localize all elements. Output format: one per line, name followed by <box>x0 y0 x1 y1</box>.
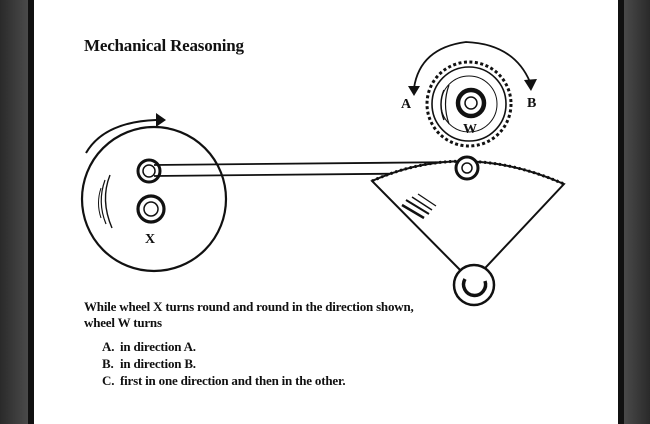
page-title: Mechanical Reasoning <box>84 36 244 55</box>
wheel-w-label: W <box>463 122 477 137</box>
answer-options: A. in direction A. B. in direction B. C. fi… <box>102 338 346 389</box>
left-background-frame <box>0 0 28 424</box>
option-c[interactable]: C. first in one direction and then in the… <box>102 372 346 389</box>
wheel-x-label: X <box>145 232 155 247</box>
right-background-frame <box>624 0 650 424</box>
wheel-w-gear <box>425 60 513 148</box>
wheel-x <box>80 125 228 273</box>
sector-gear <box>370 155 566 307</box>
option-a[interactable]: A. in direction A. <box>102 338 345 355</box>
worksheet-page: Mechanical Reasoning X <box>28 0 624 424</box>
direction-b-label: B <box>527 96 536 111</box>
option-c-letter: C. <box>102 373 115 388</box>
option-b[interactable]: B. in direction B. <box>102 355 345 372</box>
option-b-text: in direction B. <box>120 356 196 371</box>
mechanism-diagram: X <box>80 41 566 307</box>
option-a-text: in direction A. <box>120 339 196 354</box>
question-text: While wheel X turns round and round in t… <box>84 299 414 330</box>
wheel-x-rotation-arrow <box>85 113 166 154</box>
option-c-text: first in one direction and then in the o… <box>120 373 346 388</box>
wheel-w-direction-arrow <box>408 41 537 96</box>
option-b-letter: B. <box>102 356 114 371</box>
direction-a-label: A <box>401 97 412 112</box>
option-a-letter: A. <box>102 339 115 354</box>
